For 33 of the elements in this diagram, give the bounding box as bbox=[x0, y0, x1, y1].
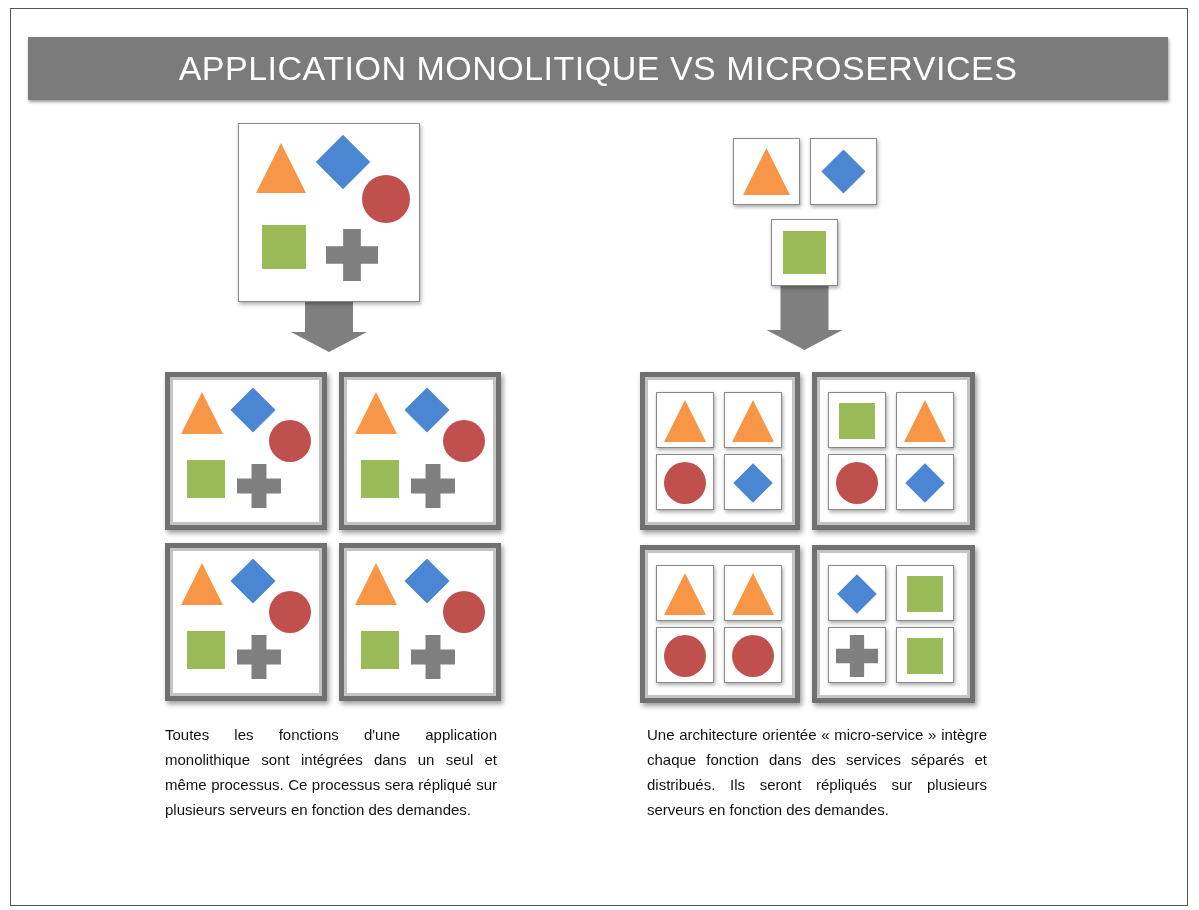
component-box bbox=[771, 219, 838, 286]
component-box bbox=[896, 392, 954, 448]
component-box bbox=[238, 123, 420, 302]
component-box bbox=[896, 627, 954, 683]
component-box bbox=[656, 627, 714, 683]
server-box bbox=[640, 545, 800, 703]
server-box bbox=[812, 372, 975, 530]
component-box bbox=[656, 454, 714, 510]
component-box bbox=[828, 627, 886, 683]
component-box bbox=[828, 454, 886, 510]
title: APPLICATION MONOLITIQUE VS MICROSERVICES bbox=[178, 48, 1018, 89]
block-arrow bbox=[291, 302, 367, 352]
component-box bbox=[828, 392, 886, 448]
component-box bbox=[828, 565, 886, 621]
description-text: Toutes les fonctions d'une application monolithique sont intégrées dans un seul et même processus. Ce processus sera répliqué sur plusieurs serveurs en fonction des demandes. bbox=[165, 725, 497, 820]
description-text: Une architecture orientée « micro-service » intègre chaque fonction dans des services séparés et distribués. Ils seront répliqués sur plusieurs serveurs en fonction des demandes. bbox=[647, 725, 987, 820]
component-box bbox=[724, 565, 782, 621]
component-box bbox=[656, 565, 714, 621]
server-box bbox=[339, 543, 501, 701]
component-box bbox=[733, 138, 800, 205]
block-arrow bbox=[766, 286, 843, 350]
component-box bbox=[724, 627, 782, 683]
component-box bbox=[724, 392, 782, 448]
server-box bbox=[640, 372, 800, 530]
server-box bbox=[812, 545, 975, 703]
component-box bbox=[896, 454, 954, 510]
server-box bbox=[165, 543, 327, 701]
component-box bbox=[810, 138, 877, 205]
server-box bbox=[339, 372, 501, 530]
component-box bbox=[656, 392, 714, 448]
component-box bbox=[724, 454, 782, 510]
component-box bbox=[896, 565, 954, 621]
server-box bbox=[165, 372, 327, 530]
